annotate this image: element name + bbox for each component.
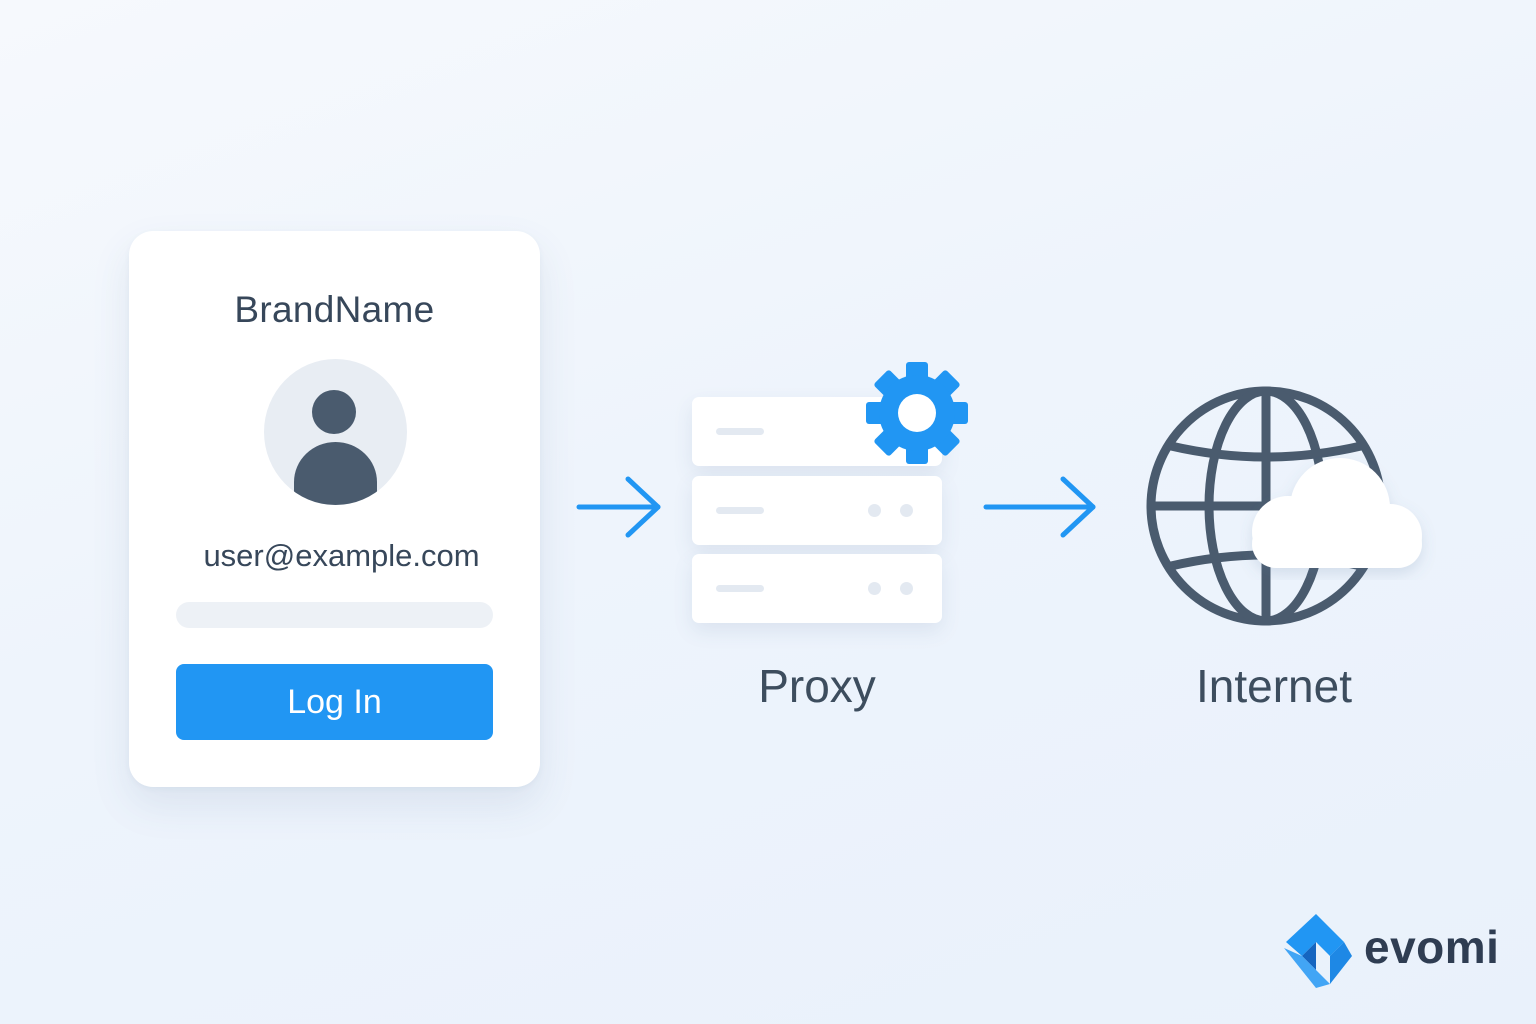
server-unit-bottom bbox=[692, 554, 942, 623]
server-slot bbox=[716, 428, 764, 435]
server-slot bbox=[716, 585, 764, 592]
user-avatar-icon bbox=[264, 359, 407, 505]
cloud-icon bbox=[1252, 458, 1422, 568]
arrow-right-icon bbox=[576, 476, 661, 538]
avatar-head bbox=[312, 390, 356, 434]
gear-icon bbox=[866, 362, 968, 464]
internet-label: Internet bbox=[1196, 660, 1352, 712]
proxy-label: Proxy bbox=[758, 660, 876, 712]
server-unit-middle bbox=[692, 476, 942, 545]
arrow-right-icon bbox=[983, 476, 1096, 538]
login-card: BrandName user@example.com Log In bbox=[129, 231, 540, 787]
email-text: user@example.com bbox=[203, 538, 480, 573]
logo-text: evomi bbox=[1364, 921, 1500, 973]
brand-name: BrandName bbox=[234, 289, 435, 330]
password-field[interactable] bbox=[176, 602, 493, 628]
server-slot bbox=[716, 507, 764, 514]
server-light bbox=[868, 504, 881, 517]
login-button[interactable]: Log In bbox=[176, 664, 493, 740]
server-light bbox=[900, 582, 913, 595]
server-light bbox=[868, 582, 881, 595]
avatar-body bbox=[294, 442, 377, 505]
server-light bbox=[900, 504, 913, 517]
evomi-logo-icon bbox=[1284, 914, 1352, 988]
